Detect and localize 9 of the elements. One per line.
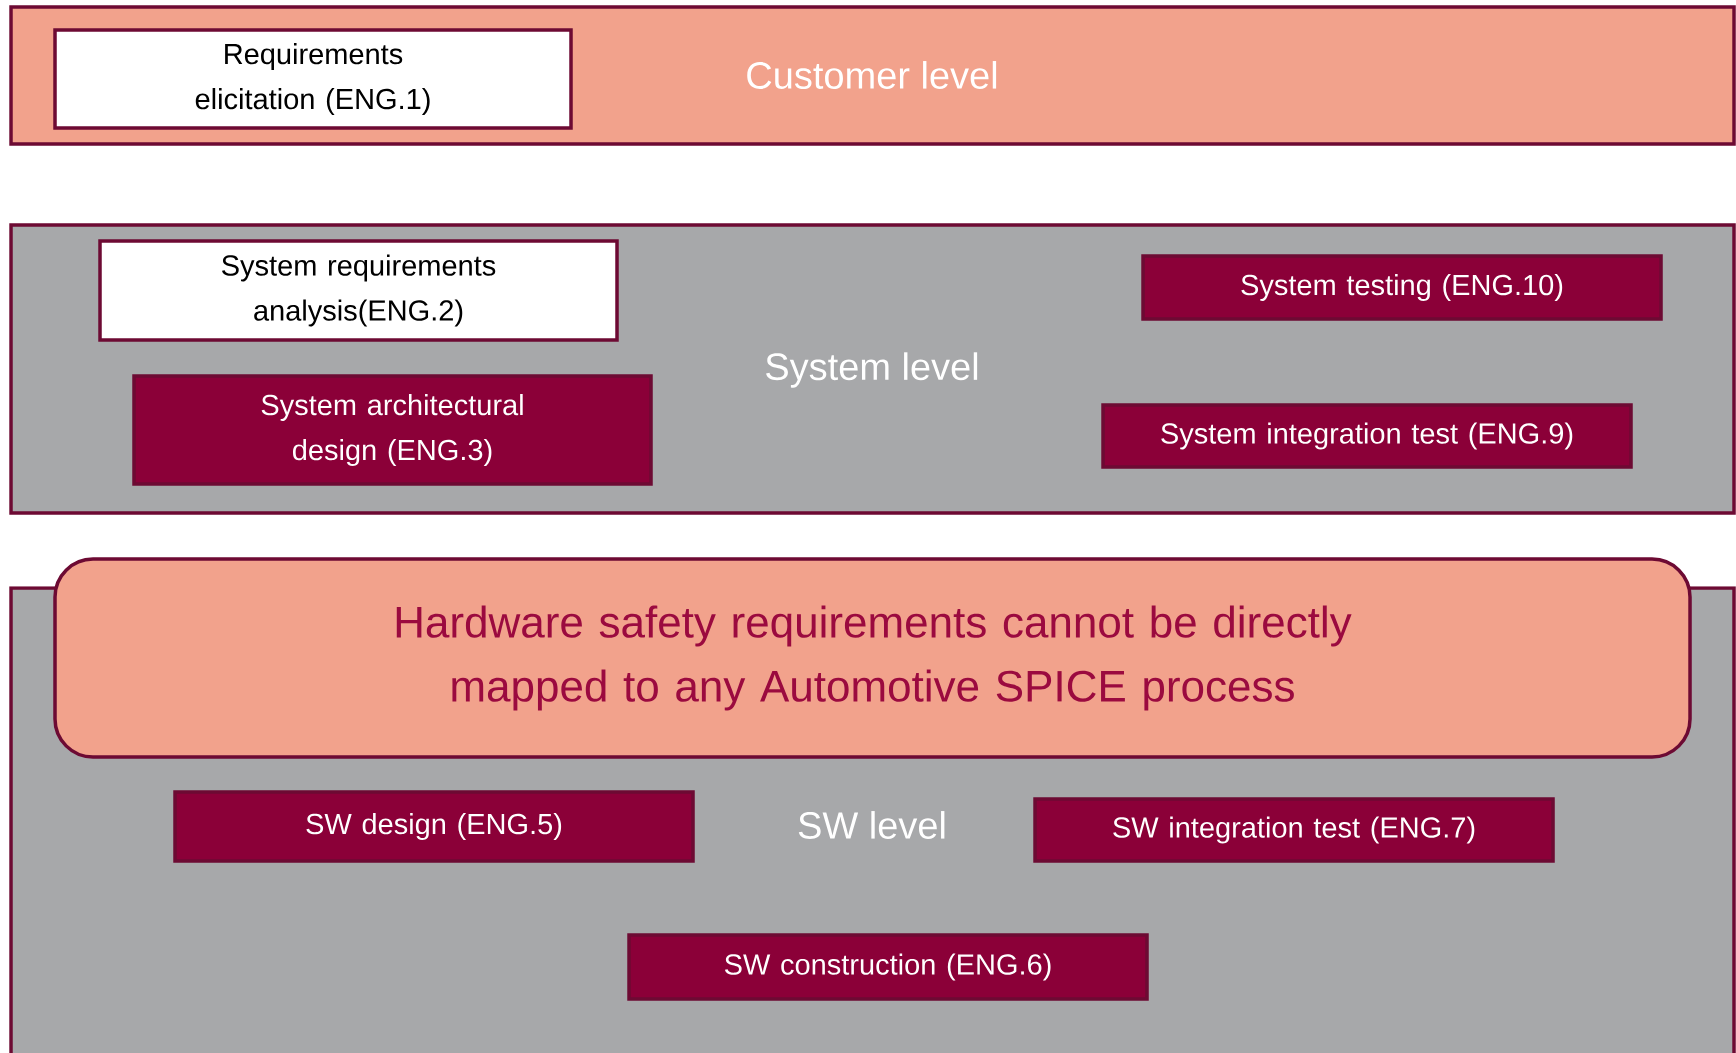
note-box: Hardware safety requirements cannot be directly mapped to any Automotive SPICE process <box>53 557 1692 759</box>
process-box: SW integration test (ENG.7) <box>1033 797 1555 863</box>
process-box: System requirements analysis(ENG.2) <box>98 239 619 342</box>
process-box: System integration test (ENG.9) <box>1101 403 1633 469</box>
process-box: SW design (ENG.5) <box>173 790 695 863</box>
process-box: System testing (ENG.10) <box>1141 254 1663 321</box>
process-box: SW construction (ENG.6) <box>627 933 1149 1001</box>
process-box: Requirements elicitation (ENG.1) <box>53 28 573 130</box>
process-box: System architectural design (ENG.3) <box>132 374 653 486</box>
